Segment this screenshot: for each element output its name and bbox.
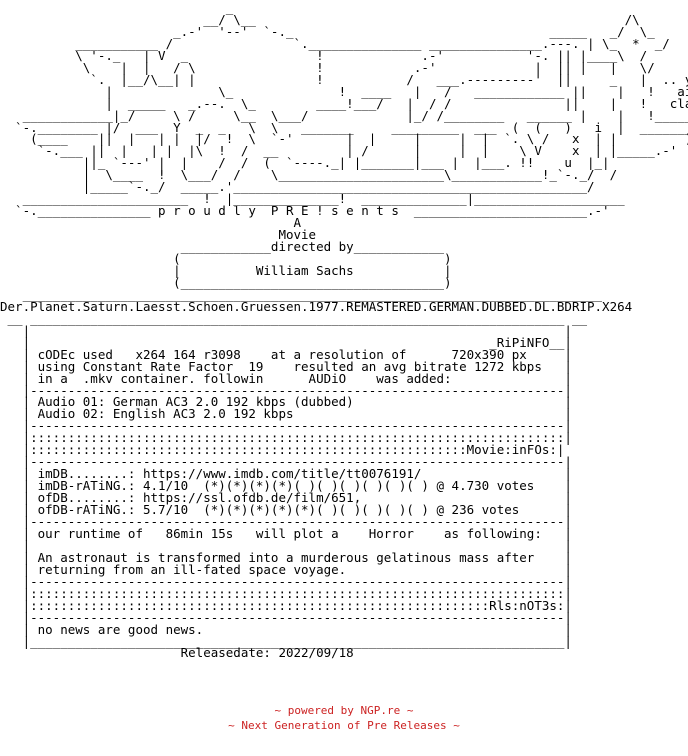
nfo-line: ||_ `---' | | / / ( `----._| |_______|__…	[0, 155, 610, 171]
nfo-line: | imDB........: https://www.imdb.com/tit…	[0, 466, 572, 482]
nfo-line: (___________________________________)	[0, 274, 452, 290]
nfo-line: | _RiPiNFO__|	[0, 334, 572, 350]
nfo-line: Movie	[0, 227, 317, 243]
nfo-line: |:::::::::::::::::::::::::::::::::::::::…	[0, 442, 565, 458]
nfo-line: |_______________________________________…	[0, 633, 572, 649]
nfo-line: |---------------------------------------…	[0, 454, 572, 470]
nfo-line: | Audio 02: English AC3 2.0 192 kbps |	[0, 406, 572, 422]
nfo-line: | |	[0, 322, 572, 338]
nfo-line: `. |__/\__| | ! / ___.---------' || _ | …	[0, 71, 688, 87]
footer-powered-by: ~ powered by NGP.re ~	[274, 704, 414, 717]
nfo-line: | An astronaut is transformed into a mur…	[0, 549, 572, 565]
nfo-line: | _____ _.--. \_ ____!___/ | / / || | ! …	[0, 95, 688, 111]
nfo-line: | |	[0, 537, 572, 553]
nfo-line: A	[0, 215, 302, 231]
nfo-line: \ '-._ | V _ ! .-' '-. || |____\ /	[0, 47, 648, 63]
nfo-line: \ | | / \ ! .-' | || | | \/	[0, 59, 655, 75]
nfo-line: | in a .mkv container. followin AUDiO wa…	[0, 370, 572, 386]
nfo-line: `-.________ |/ ___ Y _ _ \ \ _______ ___…	[0, 119, 688, 135]
nfo-line: |---------------------------------------…	[0, 573, 572, 589]
nfo-line: |---------------------------------------…	[0, 513, 572, 529]
nfo-line: |:::::::::::::::::::::::::::::::::::::::…	[0, 597, 572, 613]
nfo-line: | \_ ! ____ | / ____________ || | ! ain'…	[0, 83, 688, 99]
footer-tagline: ~ Next Generation of Pre Releases ~	[228, 719, 460, 732]
nfo-line: | \____ ! \___/ / \_____________________…	[0, 167, 618, 183]
nfo-line: ______________________ ! |______________…	[0, 191, 625, 207]
nfo-line: `-._______________ p r o u d l y P R E !…	[0, 203, 610, 219]
nfo-line: _.-' '--' `-._ _____ _/ \_	[0, 23, 655, 39]
nfo-line: ( )	[0, 251, 452, 267]
nfo-line: | our runtime of 86min 15s will plot a H…	[0, 525, 572, 541]
nfo-line: ________________________________________…	[0, 286, 603, 302]
nfo-line: __/ \__ /\	[0, 11, 640, 27]
nfo-line: |---------------------------------------…	[0, 382, 572, 398]
nfo-line: ____________|_/ \ / \__ \___/ |_/ /_____…	[0, 107, 688, 123]
nfo-line: Der.Planet.Saturn.Laesst.Schoen.Gruessen…	[0, 298, 633, 314]
nfo-line: Releasedate: 2022/09/18	[0, 645, 354, 660]
nfo-line: | Audio 01: German AC3 2.0 192 kbps (dub…	[0, 394, 572, 410]
nfo-ascii-art: _ __/ \__ /\ _.-' '--' `-._ _____ _/ \_ …	[0, 2, 688, 659]
nfo-line: |---------------------------------------…	[0, 609, 572, 625]
nfo-line: | William Sachs |	[0, 262, 452, 278]
nfo-line: |:::::::::::::::::::::::::::::::::::::::…	[0, 430, 572, 446]
nfo-line: | ofDB-rATiNG.: 5.7/10 (*)(*)(*)(*)(*)( …	[0, 502, 572, 518]
nfo-line: | no news are good news. |	[0, 621, 572, 637]
nfo-line: | imDB-rATiNG.: 4.1/10 (*)(*)(*)(*)( )( …	[0, 478, 572, 494]
nfo-line: | ofDB........: https://ssl.ofdb.de/film…	[0, 490, 572, 506]
nfo-line: _	[0, 2, 234, 15]
nfo-line: |:::::::::::::::::::::::::::::::::::::::…	[0, 585, 572, 601]
nfo-line: | using Constant Rate Factor 19 resulted…	[0, 358, 572, 374]
nfo-line: `-.___ || | | | |\ ! / __ | / | | | \ V …	[0, 143, 678, 159]
nfo-line: (____ || | | | |/ ! \ `-' | | | | | `. \…	[0, 131, 688, 147]
nfo-line: __ _____________________________________…	[0, 310, 587, 326]
nfo-line: |_____`-._/ _____.'_____________________…	[0, 179, 595, 195]
nfo-line: ____________directed by____________	[0, 239, 445, 255]
nfo-line: | cODEc used x264 164 r3098 at a resolut…	[0, 346, 572, 362]
nfo-line: ___________ / `._______________ ________…	[0, 35, 670, 51]
nfo-line: |---------------------------------------…	[0, 418, 572, 434]
nfo-line: | returning from an ill-fated space voya…	[0, 561, 572, 577]
